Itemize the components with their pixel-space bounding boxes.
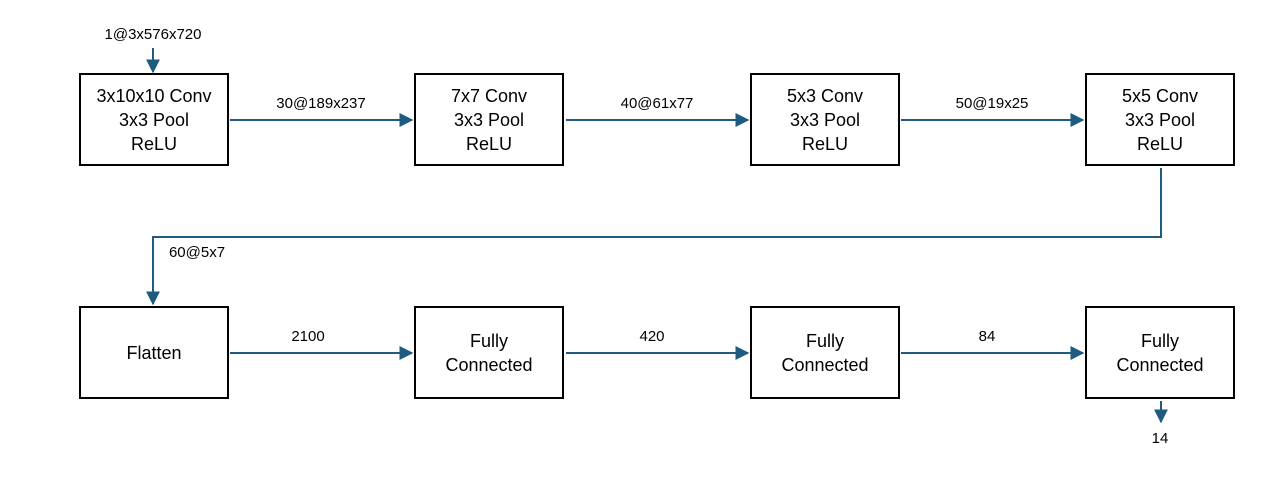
box-line: ReLU bbox=[801, 133, 849, 154]
box-line: Fully bbox=[469, 330, 508, 351]
box-line: 7x7 Conv bbox=[450, 85, 528, 106]
edge-label: 2100 bbox=[291, 328, 325, 345]
box-line: ReLU bbox=[130, 133, 178, 154]
box-line: 5x5 Conv bbox=[1121, 85, 1199, 106]
conv-block-4: 5x5 Conv 3x3 Pool ReLU bbox=[1085, 73, 1235, 166]
flatten-block: Flatten bbox=[79, 306, 229, 399]
box-line: ReLU bbox=[465, 133, 513, 154]
output-label: 14 bbox=[1151, 430, 1169, 447]
conv-block-3: 5x3 Conv 3x3 Pool ReLU bbox=[750, 73, 900, 166]
box-line: Flatten bbox=[126, 342, 182, 363]
box-line: 3x3 Pool bbox=[1124, 109, 1196, 130]
edge-label: 50@19x25 bbox=[955, 95, 1029, 112]
box-line: 3x3 Pool bbox=[789, 109, 861, 130]
fc-block-1: Fully Connected bbox=[414, 306, 564, 399]
box-line: ReLU bbox=[1136, 133, 1184, 154]
connector-arrow bbox=[146, 168, 1162, 306]
fc-block-2: Fully Connected bbox=[750, 306, 900, 399]
box-line: Fully bbox=[805, 330, 844, 351]
connector-label: 60@5x7 bbox=[168, 244, 226, 261]
box-line: Connected bbox=[781, 354, 869, 375]
conv-block-2: 7x7 Conv 3x3 Pool ReLU bbox=[414, 73, 564, 166]
edge-label: 30@189x237 bbox=[276, 95, 366, 112]
edge-label: 40@61x77 bbox=[620, 95, 694, 112]
edge-label: 84 bbox=[978, 328, 996, 345]
fc-block-3: Fully Connected bbox=[1085, 306, 1235, 399]
box-line: 3x3 Pool bbox=[453, 109, 525, 130]
box-line: Fully bbox=[1140, 330, 1179, 351]
box-line: 3x3 Pool bbox=[118, 109, 190, 130]
conv-block-1: 3x10x10 Conv 3x3 Pool ReLU bbox=[79, 73, 229, 166]
box-line: Connected bbox=[1116, 354, 1204, 375]
input-label: 1@3x576x720 bbox=[104, 26, 202, 43]
box-line: 3x10x10 Conv bbox=[96, 85, 212, 106]
edge-label: 420 bbox=[639, 328, 665, 345]
box-line: Connected bbox=[445, 354, 533, 375]
box-line: 5x3 Conv bbox=[786, 85, 864, 106]
